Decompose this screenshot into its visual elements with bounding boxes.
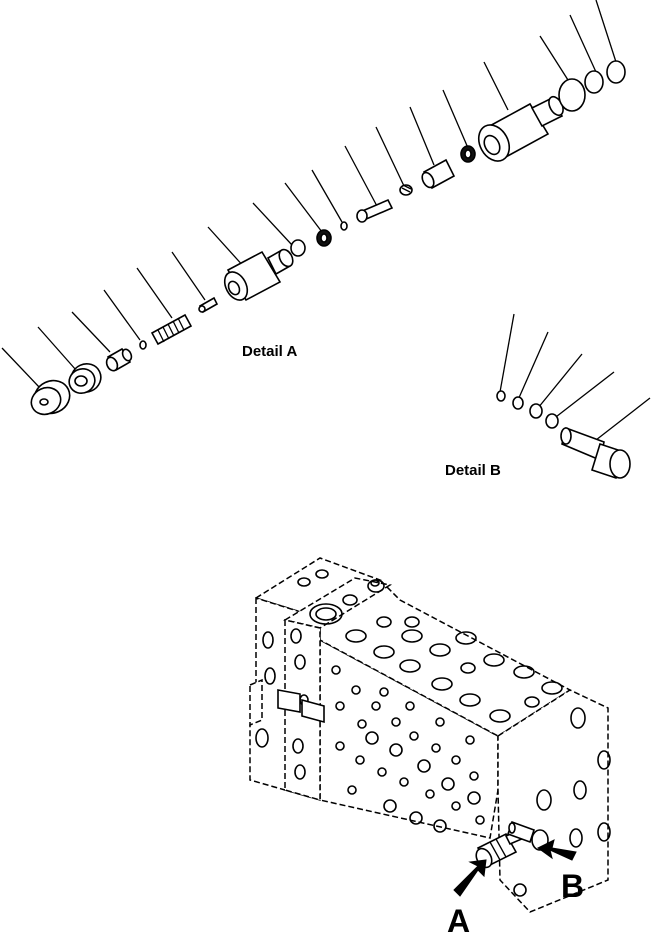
lock-nut <box>68 363 102 394</box>
b-o-ring-2 <box>512 396 524 410</box>
small-spring <box>399 184 413 196</box>
view-arrow-a <box>453 859 487 897</box>
sleeve <box>421 158 456 190</box>
small-o-ring <box>139 340 147 350</box>
view-marker-b: B <box>561 868 585 904</box>
view-arrow-b <box>537 839 577 861</box>
seal-ring-2 <box>460 145 476 163</box>
large-o-ring-3 <box>606 60 626 84</box>
plug <box>560 426 631 480</box>
b-o-ring-1 <box>496 390 506 402</box>
b-o-ring-3 <box>529 403 543 419</box>
detail-b-label: Detail B <box>445 462 501 479</box>
cap-nut <box>30 379 71 416</box>
detail-b-parts <box>496 390 631 480</box>
view-marker-a: A <box>447 903 471 939</box>
backup-ring <box>340 221 348 231</box>
o-ring-1 <box>290 239 306 257</box>
large-o-ring-1 <box>558 78 586 112</box>
top-face-ports <box>297 569 563 723</box>
valve-body <box>223 248 294 302</box>
control-valve-assembly <box>249 557 611 913</box>
poppet-stem <box>356 198 394 223</box>
adjust-screw <box>105 347 133 372</box>
seal-ring <box>316 229 332 247</box>
left-side-features <box>249 631 325 748</box>
spring <box>150 313 193 346</box>
large-o-ring-2 <box>584 70 604 94</box>
detail-a-parts <box>30 60 626 416</box>
main-sleeve <box>477 95 564 162</box>
detail-a-leader-lines <box>1 0 617 389</box>
pilot-pin <box>198 296 219 314</box>
detail-a-label: Detail A <box>242 343 298 360</box>
front-face-ports <box>331 665 485 833</box>
b-o-ring-4 <box>545 413 559 429</box>
right-end-features <box>513 707 611 897</box>
detail-b-leader-lines <box>499 313 651 441</box>
